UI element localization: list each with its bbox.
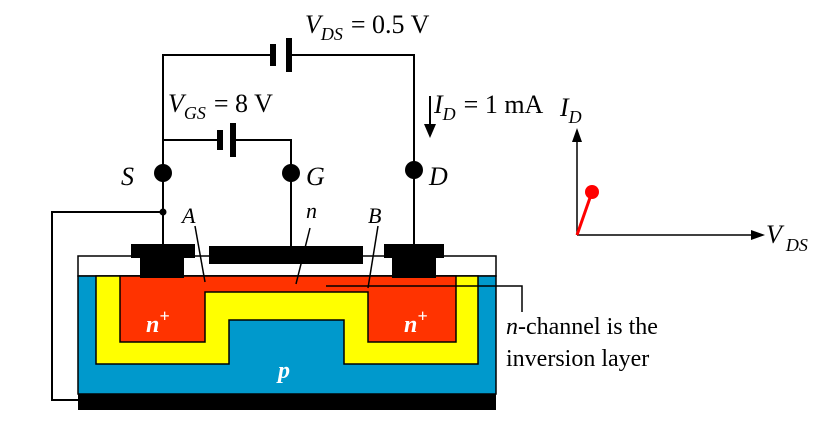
iv-x-arrowhead [751, 230, 765, 240]
source-label: S [121, 162, 134, 191]
body-junction-dot [159, 208, 167, 216]
point-b-leader [367, 225, 379, 289]
drain-terminal-dot [405, 161, 423, 179]
gate-label: G [306, 162, 325, 191]
id-arrow [424, 96, 436, 138]
point-a-label: A [180, 203, 196, 228]
channel-n-leader [295, 227, 311, 285]
drain-contact [384, 244, 444, 278]
point-a-leader [194, 225, 206, 283]
iv-curve [575, 191, 594, 236]
drain-label: D [428, 162, 448, 191]
operating-point-marker [585, 185, 599, 199]
iv-y-arrowhead [572, 128, 582, 142]
source-terminal-dot [154, 164, 172, 182]
vgs-battery [217, 123, 236, 157]
id-label: ID= 1 mA [433, 90, 544, 124]
vds-battery [270, 38, 292, 72]
gate-terminal-dot [282, 164, 300, 182]
mosfet-cross-section [77, 225, 523, 410]
callout-line-2: inversion layer [506, 346, 649, 372]
point-b-label: B [368, 203, 381, 228]
channel-n-label: n [306, 198, 317, 223]
callout-line-1: n-channel is the [506, 314, 658, 340]
source-n-plus-label: n+ [146, 306, 170, 338]
iv-y-axis-label: ID [559, 93, 582, 127]
iv-plot [572, 128, 765, 240]
source-contact [131, 244, 195, 278]
vgs-label: VGS= 8 V [168, 89, 273, 123]
vds-label: VDS= 0.5 V [305, 10, 430, 44]
body-contact [78, 394, 496, 410]
callout-leader [326, 285, 523, 312]
substrate-p-label: p [276, 358, 290, 384]
gate-metal [209, 246, 363, 264]
drain-n-plus-label: n+ [404, 306, 428, 338]
circuit-wiring [51, 54, 415, 401]
n-plus-regions-and-channel [119, 275, 457, 343]
